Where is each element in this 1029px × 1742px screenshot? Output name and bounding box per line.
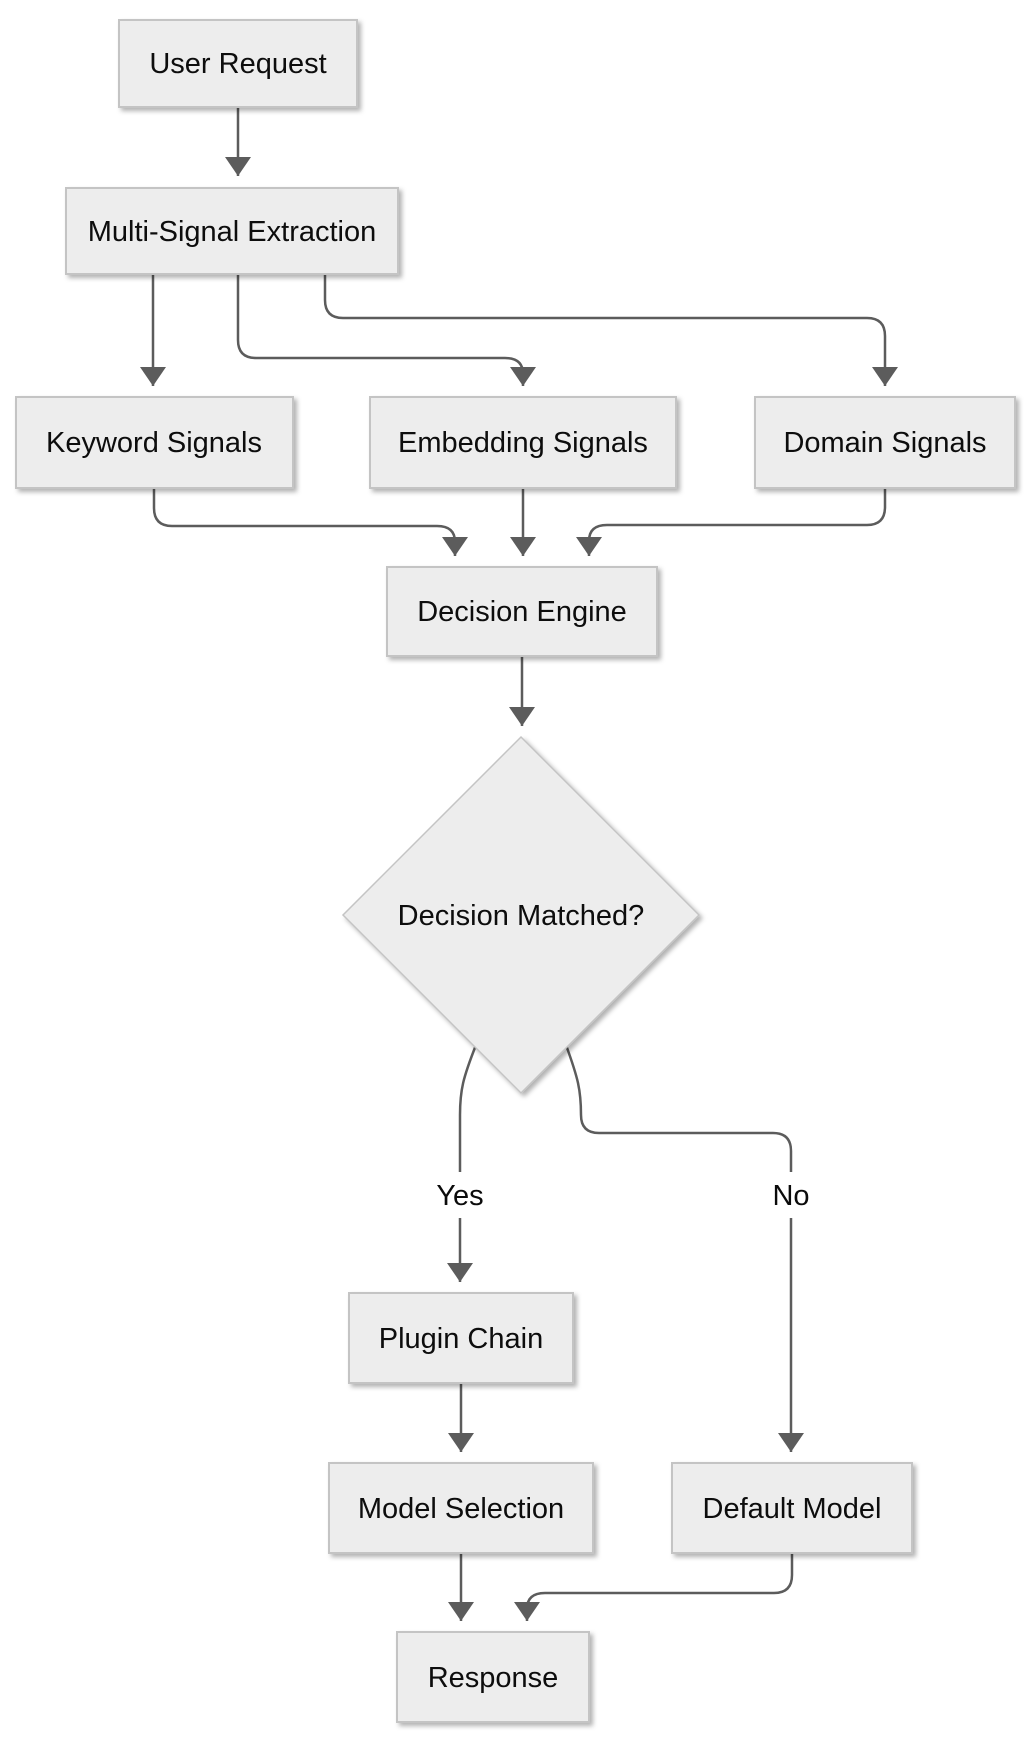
plugin-chain-box	[348, 1292, 574, 1384]
edge-decision-matched-to-default-model-upper	[564, 1044, 793, 1172]
embedding-signals-label: Embedding Signals	[398, 427, 648, 459]
node-default-model: Default Model	[671, 1462, 913, 1554]
node-embedding-signals: Embedding Signals	[369, 396, 677, 489]
edge-multi-signal-to-embedding-signals	[236, 274, 536, 386]
keyword-signals-label: Keyword Signals	[46, 427, 262, 459]
edge-label-no: No	[772, 1180, 809, 1212]
model-selection-box	[328, 1462, 594, 1554]
edge-label-yes: Yes	[436, 1180, 483, 1212]
edge-multi-signal-to-domain-signals	[323, 274, 898, 386]
node-decision-matched: Decision Matched?	[341, 735, 701, 1095]
node-multi-signal-extraction: Multi-Signal Extraction	[65, 187, 399, 275]
user-request-label: User Request	[149, 48, 326, 80]
node-plugin-chain: Plugin Chain	[348, 1292, 574, 1384]
decision-engine-label: Decision Engine	[417, 596, 627, 628]
plugin-chain-label: Plugin Chain	[379, 1323, 543, 1355]
edge-domain-signals-to-decision-engine	[576, 488, 887, 556]
node-user-request: User Request	[118, 19, 358, 108]
decision-matched-diamond	[341, 735, 701, 1095]
edges: Yes No	[140, 107, 898, 1621]
node-model-selection: Model Selection	[328, 1462, 594, 1554]
node-keyword-signals: Keyword Signals	[15, 396, 294, 489]
multi-signal-extraction-box	[65, 187, 399, 275]
node-response: Response	[396, 1631, 590, 1723]
keyword-signals-box	[15, 396, 294, 489]
domain-signals-box	[754, 396, 1016, 489]
domain-signals-label: Domain Signals	[783, 427, 986, 459]
node-decision-engine: Decision Engine	[386, 566, 658, 657]
response-box	[396, 1631, 590, 1723]
node-domain-signals: Domain Signals	[754, 396, 1016, 489]
edge-keyword-signals-to-decision-engine	[152, 488, 468, 556]
model-selection-label: Model Selection	[358, 1493, 564, 1525]
decision-engine-box	[386, 566, 658, 657]
user-request-box	[118, 19, 358, 108]
response-label: Response	[428, 1662, 559, 1694]
decision-matched-label: Decision Matched?	[398, 900, 645, 932]
embedding-signals-box	[369, 396, 677, 489]
edge-default-model-to-response	[514, 1553, 794, 1621]
edge-decision-matched-to-plugin-chain-upper	[458, 1044, 478, 1172]
default-model-label: Default Model	[703, 1493, 882, 1525]
default-model-box	[671, 1462, 913, 1554]
multi-signal-extraction-label: Multi-Signal Extraction	[88, 216, 377, 248]
